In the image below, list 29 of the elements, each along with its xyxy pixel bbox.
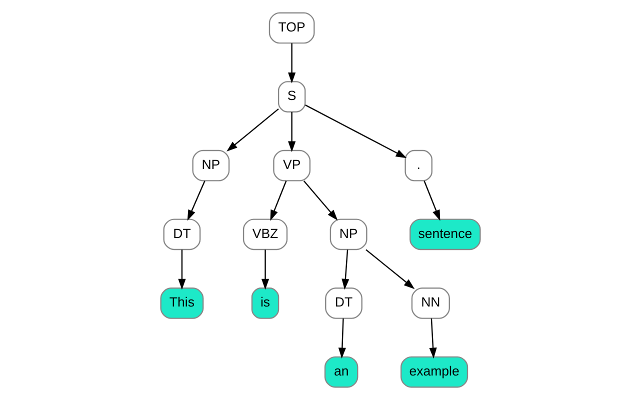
arrow: [365, 249, 414, 290]
node-box: DT: [324, 288, 362, 319]
node-box: NP: [329, 218, 367, 250]
arrow: [288, 112, 296, 152]
node-box: This: [160, 288, 204, 319]
node-box: an: [324, 356, 358, 388]
node-box: NP: [192, 150, 230, 182]
arrow: [260, 250, 269, 290]
arrow: [338, 318, 346, 359]
node-box: NN: [410, 288, 450, 319]
arrow: [178, 250, 186, 290]
node-box: DT: [162, 218, 200, 250]
arrow: [302, 180, 338, 221]
node-box: sentence: [409, 218, 480, 250]
arrow: [428, 318, 436, 359]
arrow: [288, 43, 296, 84]
arrow: [270, 180, 286, 221]
arrow: [186, 180, 205, 221]
arrow: [341, 250, 349, 290]
node-box: example: [400, 356, 468, 388]
arrow: [226, 108, 278, 152]
node-box: is: [250, 288, 279, 319]
arrow: [304, 104, 406, 158]
node-box: TOP: [268, 12, 314, 44]
node-box: S: [277, 81, 306, 112]
node-box: .: [404, 150, 432, 182]
node-box: VP: [272, 150, 310, 182]
node-box: VBZ: [242, 218, 288, 250]
arrow: [423, 180, 440, 221]
